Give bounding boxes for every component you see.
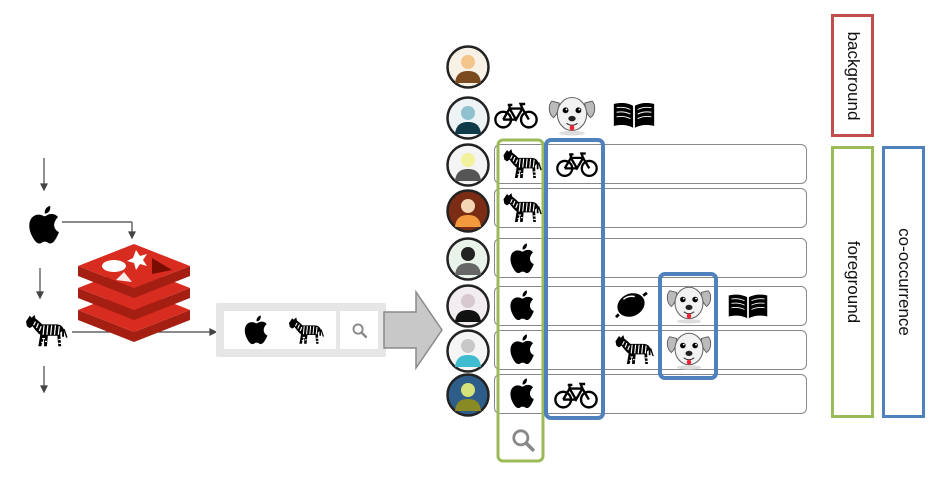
zebra-icon — [500, 146, 542, 182]
dog-icon — [664, 328, 714, 370]
apple-icon — [508, 333, 536, 366]
lemon-icon — [612, 290, 650, 320]
big-arrow-icon — [383, 290, 443, 370]
avatar-green-black — [446, 237, 490, 281]
zebra-icon — [500, 190, 542, 226]
avatar-yellow — [446, 143, 490, 187]
apple-icon — [26, 204, 62, 246]
user-row-8 — [494, 374, 807, 414]
redis-logo-icon — [78, 244, 190, 342]
cooccurrence-legend: co-occurrence — [882, 146, 925, 418]
avatar-teal-dark — [446, 96, 490, 140]
bicycle-icon — [494, 100, 538, 130]
avatar-brown — [446, 45, 490, 89]
apple-icon — [508, 377, 536, 410]
background-legend: background — [831, 14, 874, 137]
apple-icon — [508, 289, 536, 322]
avatar-olive — [446, 373, 490, 417]
search-widget — [216, 303, 386, 357]
foreground-label: foreground — [843, 240, 863, 324]
zebra-icon — [284, 315, 326, 347]
avatar-orange — [446, 189, 490, 233]
dog-icon — [546, 92, 598, 136]
zebra-icon — [612, 332, 654, 368]
bicycle-icon — [556, 150, 598, 178]
avatar-cyan — [446, 329, 490, 373]
magnifier-icon — [351, 322, 368, 339]
user-row-5 — [494, 238, 807, 278]
book-icon — [612, 100, 656, 130]
search-input[interactable] — [224, 311, 336, 349]
cooccurrence-label: co-occurrence — [894, 228, 914, 336]
dog-icon — [664, 282, 714, 324]
apple-icon — [242, 314, 270, 346]
apple-icon — [508, 242, 536, 275]
magnifier-icon — [510, 427, 536, 453]
search-button[interactable] — [340, 311, 378, 349]
bicycle-icon — [554, 380, 598, 410]
foreground-legend: foreground — [831, 146, 874, 418]
background-label: background — [843, 31, 863, 120]
book-icon — [726, 292, 770, 320]
zebra-icon — [22, 312, 68, 350]
avatar-pink-black — [446, 284, 490, 328]
